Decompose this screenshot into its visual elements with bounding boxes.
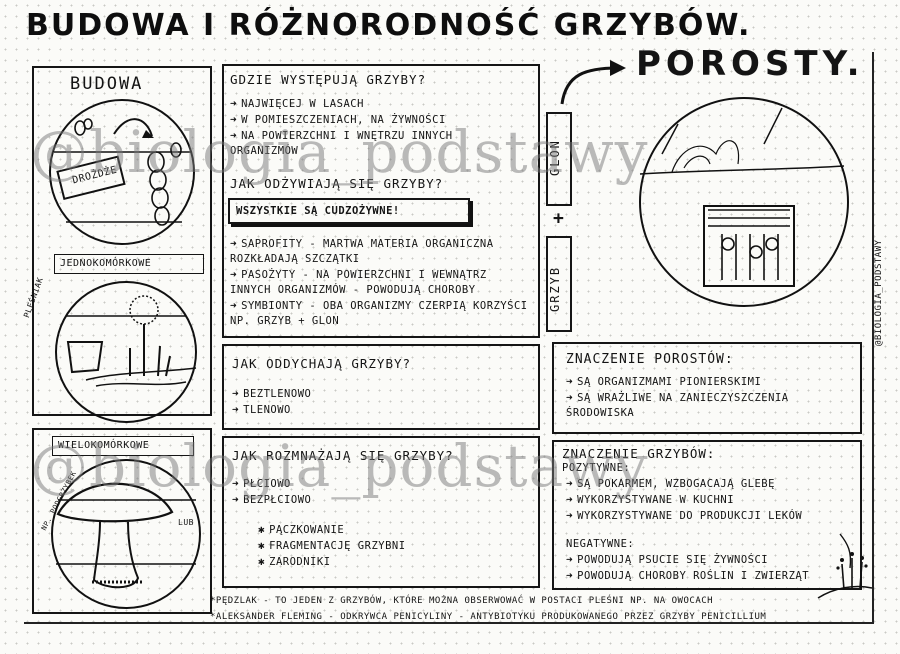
oddychanie-panel bbox=[222, 344, 540, 430]
jednokomorkowe-label: JEDNOKOMÓRKOWE bbox=[60, 258, 152, 269]
mushroom-diagram bbox=[51, 459, 201, 609]
arrow-icon: ➜ bbox=[566, 477, 574, 490]
list-item: ➜SĄ ORGANIZMAMI PIONIERSKIMI bbox=[566, 375, 762, 388]
arrow-icon: ➜ bbox=[566, 391, 574, 404]
budowa-heading: BUDOWA bbox=[70, 74, 144, 94]
outer-frame bbox=[24, 52, 874, 624]
footnote-1: *PĘDZLAK - TO JEDEN Z GRZYBÓW, KTÓRE MOŻ… bbox=[210, 596, 714, 606]
list-item: ➜TLENOWO bbox=[232, 403, 291, 416]
odzywianie-heading: JAK ODŻYWIAJĄ SIĘ GRZYBY? bbox=[230, 176, 444, 191]
list-item: ➜POWODUJĄ PSUCIE SIĘ ŻYWNOŚCI bbox=[566, 553, 769, 566]
arrow-icon: ➜ bbox=[230, 268, 238, 281]
arrow-icon: ➜ bbox=[566, 375, 574, 388]
grzyb-tag bbox=[546, 236, 572, 332]
rozmnazanie-heading: JAK ROZMNAŻAJĄ SIĘ GRZYBY? bbox=[232, 448, 454, 463]
negatywne-label: NEGATYWNE: bbox=[566, 538, 635, 550]
znaczenie-porostow-list: ➜SĄ ORGANIZMAMI PIONIERSKIMI ➜SĄ WRAŻLIW… bbox=[566, 374, 836, 421]
list-item: ➜POWODUJĄ CHOROBY ROŚLIN I ZWIERZĄT bbox=[566, 569, 810, 582]
wielokomorkowe-tag bbox=[52, 436, 194, 456]
side-handle: @biologia_podstawy bbox=[874, 239, 884, 346]
wielokomorkowe-panel bbox=[32, 428, 212, 614]
odzywianie-list: ➜SAPROFITY - MARTWA MATERIA ORGANICZNA R… bbox=[230, 236, 530, 329]
arrow-icon: ➜ bbox=[232, 403, 240, 416]
list-item: ➜SAPROFITY - MARTWA MATERIA ORGANICZNA R… bbox=[230, 237, 494, 265]
rozmnazanie-panel bbox=[222, 436, 540, 588]
wielokomorkowe-label: WIELOKOMÓRKOWE bbox=[58, 440, 150, 451]
pedzlak-icon bbox=[817, 533, 873, 599]
arrow-icon: ➜ bbox=[230, 129, 238, 142]
budowa-panel bbox=[32, 66, 212, 416]
arrow-icon: ➜ bbox=[230, 299, 238, 312]
oddychanie-heading: JAK ODDYCHAJĄ GRZYBY? bbox=[232, 356, 412, 371]
star-icon: ✱ bbox=[258, 523, 266, 536]
gdzie-panel bbox=[222, 64, 540, 338]
pozytywne-label: POZYTYWNE: bbox=[562, 462, 631, 474]
list-item: ✱ZARODNIKI bbox=[258, 555, 331, 568]
list-item: ✱FRAGMENTACJĘ GRZYBNI bbox=[258, 539, 406, 552]
porosty-title: POROSTY. bbox=[636, 44, 865, 84]
glon-tag bbox=[546, 112, 572, 206]
glon-label: GLON bbox=[548, 139, 562, 176]
page-title: BUDOWA I RÓŻNORODNOŚĆ GRZYBÓW. bbox=[26, 8, 752, 43]
footnote-2: *ALEKSANDER FLEMING - ODKRYWCA PENICYLIN… bbox=[210, 612, 767, 622]
rozmnazanie-sublist: ✱PĄCZKOWANIE ✱FRAGMENTACJĘ GRZYBNI ✱ZARO… bbox=[258, 522, 406, 570]
negatywne-list: ➜POWODUJĄ PSUCIE SIĘ ŻYWNOŚCI ➜POWODUJĄ … bbox=[566, 552, 836, 584]
arrow-icon: ➜ bbox=[230, 97, 238, 110]
star-icon: ✱ bbox=[258, 539, 266, 552]
plus-sign: + bbox=[553, 208, 564, 229]
rozmnazanie-list: ➜PŁCIOWO ➜BEZPŁCIOWO bbox=[232, 476, 311, 508]
star-icon: ✱ bbox=[258, 555, 266, 568]
cudzozywne-label: WSZYSTKIE SĄ CUDZOŻYWNE! bbox=[236, 205, 400, 217]
znaczenie-grzybow-heading: ZNACZENIE GRZYBÓW: bbox=[562, 446, 716, 461]
mold-diagram bbox=[55, 281, 197, 423]
list-item: ➜SĄ POKARMEM, WZBOGACAJĄ GLEBĘ bbox=[566, 477, 775, 490]
grzyb-label: GRZYB bbox=[548, 265, 562, 312]
list-item: ➜BEZTLENOWO bbox=[232, 387, 312, 400]
list-item: ➜WYKORZYSTYWANE DO PRODUKCJI LEKÓW bbox=[566, 509, 803, 522]
list-item: ➜W POMIESZCZENIACH, NA ŻYWNOŚCI bbox=[230, 113, 446, 126]
znaczenie-porostow-panel bbox=[552, 342, 862, 434]
list-item: ✱PĄCZKOWANIE bbox=[258, 523, 345, 536]
list-item: ➜PŁCIOWO bbox=[232, 477, 291, 490]
list-item: ➜NA POWIERZCHNI I WNĘTRZU INNYCH ORGANIZ… bbox=[230, 129, 453, 157]
arrow-icon: ➜ bbox=[232, 493, 240, 506]
gdzie-heading: GDZIE WYSTĘPUJĄ GRZYBY? bbox=[230, 72, 427, 87]
arrow-icon: ➜ bbox=[566, 553, 574, 566]
yeast-diagram bbox=[49, 99, 195, 245]
list-item: ➜SYMBIONTY - OBA ORGANIZMY CZERPIĄ KORZY… bbox=[230, 299, 528, 327]
pozytywne-list: ➜SĄ POKARMEM, WZBOGACAJĄ GLEBĘ ➜WYKORZYS… bbox=[566, 476, 856, 524]
arrow-icon: ➜ bbox=[566, 493, 574, 506]
oddychanie-list: ➜BEZTLENOWO ➜TLENOWO bbox=[232, 386, 311, 418]
list-item: ➜BEZPŁCIOWO bbox=[232, 493, 312, 506]
znaczenie-grzybow-panel bbox=[552, 440, 862, 590]
porosty-arrow-icon bbox=[560, 60, 626, 105]
arrow-icon: ➜ bbox=[566, 509, 574, 522]
arrow-icon: ➜ bbox=[230, 113, 238, 126]
lub-label: LUB bbox=[178, 518, 194, 527]
arrow-icon: ➜ bbox=[230, 237, 238, 250]
cudzozywne-box bbox=[228, 198, 470, 224]
gdzie-list: ➜NAJWIĘCEJ W LASACH ➜W POMIESZCZENIACH, … bbox=[230, 96, 530, 159]
list-item: ➜SĄ WRAŻLIWE NA ZANIECZYSZCZENIA ŚRODOWI… bbox=[566, 391, 789, 419]
list-item: ➜PASOŻYTY - NA POWIERZCHNI I WEWNĄTRZ IN… bbox=[230, 268, 487, 296]
list-item: ➜NAJWIĘCEJ W LASACH bbox=[230, 97, 364, 110]
arrow-icon: ➜ bbox=[232, 387, 240, 400]
znaczenie-porostow-heading: ZNACZENIE POROSTÓW: bbox=[566, 352, 734, 367]
arrow-icon: ➜ bbox=[566, 569, 574, 582]
arrow-icon: ➜ bbox=[232, 477, 240, 490]
lichen-diagram bbox=[639, 97, 849, 307]
list-item: ➜WYKORZYSTYWANE W KUCHNI bbox=[566, 493, 735, 506]
jednokomorkowe-tag bbox=[54, 254, 204, 274]
